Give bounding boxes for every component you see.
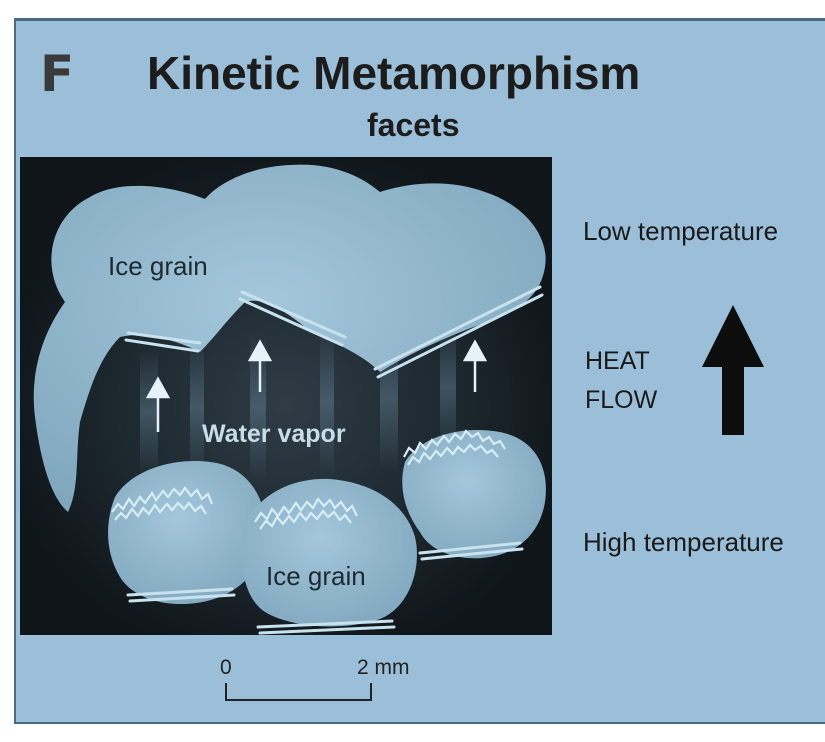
ice-grain-bottom-label: Ice grain [266, 561, 366, 591]
rough-growth-surfaces [111, 429, 506, 530]
water-vapor-label: Water vapor [202, 420, 346, 448]
lower-middle-ice-grain [241, 478, 417, 627]
upper-ice-grain [33, 164, 546, 512]
high-temperature-label: High temperature [583, 527, 784, 557]
scale-end-label: 2 mm [357, 656, 410, 679]
lower-left-ice-grain [108, 461, 266, 605]
scale-bar [225, 683, 372, 701]
low-temperature-label: Low temperature [583, 216, 779, 246]
vapor-haze [140, 317, 456, 482]
figure-title: Kinetic Metamorphism [147, 47, 641, 99]
scale-start-label: 0 [220, 656, 232, 679]
figure-subtitle: facets [367, 107, 460, 143]
bottom-facets [126, 541, 524, 635]
lower-right-ice-grain [402, 430, 546, 559]
vapor-arrows [145, 339, 488, 432]
flow-label: FLOW [585, 386, 658, 414]
ice-grain-top-label: Ice grain [108, 251, 208, 281]
heat-label: HEAT [585, 347, 650, 375]
panel-letter: F [40, 45, 75, 103]
top-facets [124, 285, 544, 379]
micrograph: Ice grain Water vapor Ice grain [20, 157, 552, 635]
micrograph-illustration: Ice grain Water vapor Ice grain [20, 157, 552, 635]
heat-flow-arrow-icon [702, 305, 764, 435]
